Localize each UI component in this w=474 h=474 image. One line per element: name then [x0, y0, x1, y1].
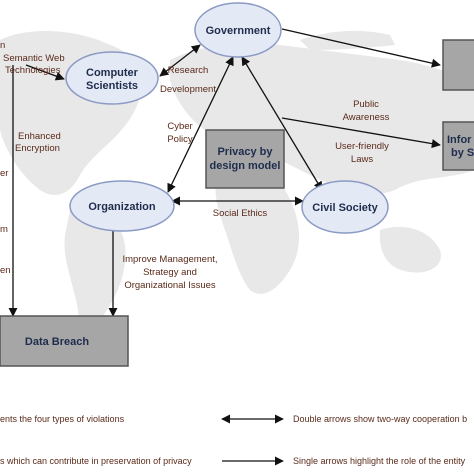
label-left-fragment-1: n	[0, 40, 5, 51]
node-government: Government	[194, 2, 282, 58]
node-computer-scientists: Computer Scientists	[65, 51, 159, 105]
label-semantic-web-line2: Technologies	[5, 65, 61, 76]
label-cyber-policy-line2: Policy	[167, 134, 193, 145]
legend-row2-left: s which can contribute in preservation o…	[0, 456, 192, 466]
node-data-breach-label: Data Breach	[25, 336, 89, 348]
edge-labels: Research Development Cyber Policy Public…	[0, 40, 390, 291]
node-government-label: Government	[206, 25, 271, 37]
node-information-box-line2: by S	[451, 147, 474, 159]
label-semantic-web-line1: Semantic Web	[3, 53, 65, 64]
node-privacy-model-line2: design model	[210, 160, 281, 172]
node-data-breach: Data Breach	[0, 315, 129, 367]
node-civil-society: Civil Society	[301, 180, 389, 234]
node-computer-scientists-line1: Computer	[86, 67, 139, 79]
edge-government-right-top	[281, 28, 441, 68]
node-civil-society-label: Civil Society	[312, 202, 378, 214]
node-privacy-model-line1: Privacy by	[217, 146, 273, 158]
label-improve-management-line1: Improve Management,	[122, 254, 217, 265]
label-enhanced-encryption-line1: Enhanced	[18, 131, 61, 142]
legend: ents the four types of violations Double…	[0, 414, 467, 466]
label-user-friendly-laws-line2: Laws	[351, 154, 373, 165]
label-enhanced-encryption-line2: Encryption	[15, 143, 60, 154]
edge-government-information-box	[281, 117, 441, 149]
label-left-fragment-4: en	[0, 265, 11, 276]
label-social-ethics: Social Ethics	[213, 208, 268, 219]
node-information-box: Infor by S	[442, 121, 474, 171]
node-information-box-line1: Infor	[447, 134, 472, 146]
label-public-awareness-line2: Awareness	[343, 112, 390, 123]
legend-row1-right: Double arrows show two-way cooperation b	[293, 414, 467, 424]
node-right-top-box	[442, 39, 474, 91]
label-user-friendly-laws-line1: User-friendly	[335, 141, 389, 152]
edges	[8, 28, 441, 317]
node-privacy-model: Privacy by design model	[205, 129, 285, 189]
node-organization-label: Organization	[88, 201, 156, 213]
label-cyber-policy-line1: Cyber	[167, 121, 192, 132]
legend-row1-left: ents the four types of violations	[0, 414, 125, 424]
legend-row2-right: Single arrows highlight the role of the …	[293, 456, 466, 466]
label-improve-management-line2: Strategy and	[143, 267, 197, 278]
label-improve-management-line3: Organizational Issues	[124, 280, 216, 291]
label-research: Research	[168, 65, 209, 76]
edge-government-organization	[167, 56, 234, 193]
label-public-awareness-line1: Public	[353, 99, 379, 110]
edge-semantic-web	[25, 64, 65, 81]
label-left-fragment-3: m	[0, 224, 8, 235]
edge-government-civil-society	[241, 56, 323, 191]
node-organization: Organization	[69, 180, 175, 232]
label-left-fragment-2: er	[0, 168, 8, 179]
label-development: Development	[160, 84, 216, 95]
node-computer-scientists-line2: Scientists	[86, 80, 138, 92]
